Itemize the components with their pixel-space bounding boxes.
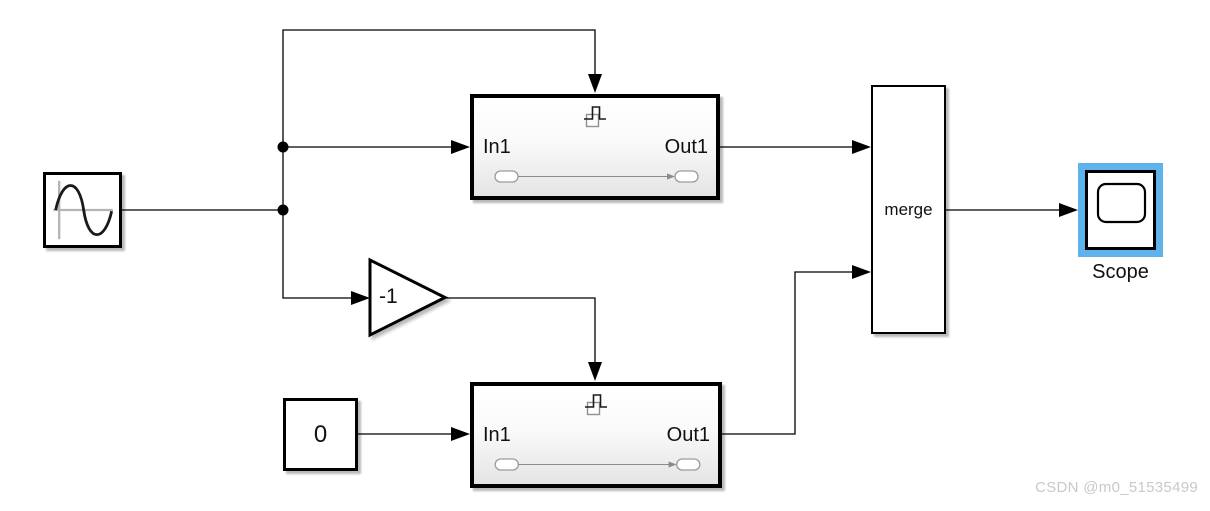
subsystem-contents-preview: [494, 170, 699, 183]
sine-wave-icon: [53, 180, 114, 240]
subsystem-contents-preview: [494, 458, 701, 471]
merge-block[interactable]: merge: [871, 85, 946, 334]
scope-block[interactable]: [1085, 170, 1156, 250]
merge-label: merge: [884, 199, 933, 219]
wire[interactable]: [722, 271, 853, 435]
constant-value: 0: [313, 420, 328, 448]
constant-block[interactable]: 0: [283, 398, 358, 471]
arrowhead-icon: [588, 362, 602, 381]
sine-wave-block[interactable]: [43, 172, 122, 248]
outport-label: Out1: [664, 136, 708, 158]
branch-dot: [277, 141, 289, 153]
branch-dot: [277, 204, 289, 216]
scope-block-name[interactable]: Scope: [1092, 261, 1149, 283]
gain-block[interactable]: [364, 254, 452, 342]
wire[interactable]: [445, 297, 596, 363]
outport-label: Out1: [666, 424, 710, 446]
arrowhead-icon: [1059, 203, 1078, 217]
enabled-subsystem-bottom[interactable]: In1 Out1: [470, 382, 722, 488]
inport-label: In1: [483, 136, 511, 158]
gain-triangle[interactable]: [368, 257, 449, 338]
enabled-subsystem-top[interactable]: In1 Out1: [470, 94, 720, 200]
scope-selection-highlight: [1078, 163, 1163, 257]
inport-label: In1: [483, 424, 511, 446]
arrowhead-icon: [451, 140, 470, 154]
wire[interactable]: [282, 210, 352, 299]
arrowhead-icon: [852, 265, 871, 279]
scope-screen-icon: [1096, 182, 1146, 224]
watermark-text: CSDN @m0_51535499: [1035, 479, 1198, 496]
arrowhead-icon: [852, 140, 871, 154]
enable-port-icon: [585, 394, 607, 416]
arrowhead-icon: [588, 74, 602, 93]
enable-port-icon: [584, 106, 606, 128]
arrowhead-icon: [451, 427, 470, 441]
gain-value: -1: [379, 285, 398, 308]
